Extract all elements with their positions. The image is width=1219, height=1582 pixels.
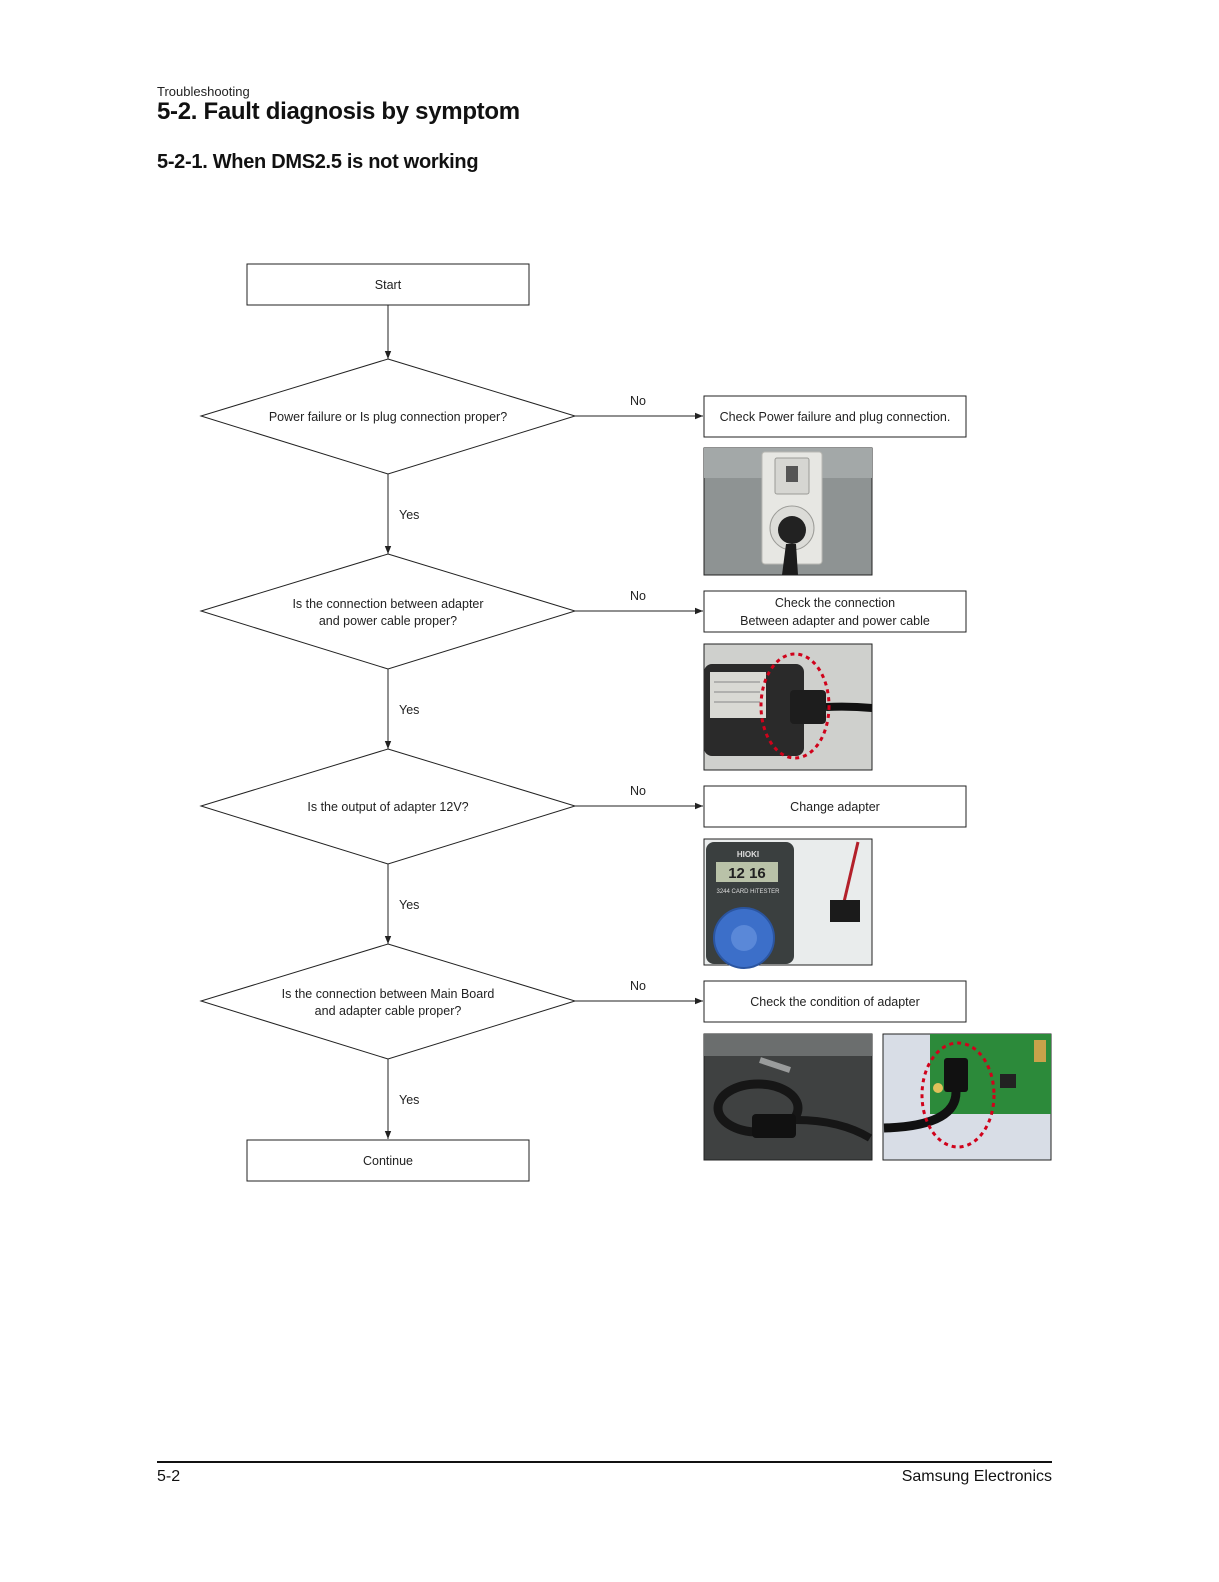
svg-text:HIOKI: HIOKI: [737, 850, 759, 859]
yes-label-2: Yes: [399, 703, 419, 717]
decision-text-2: Is the connection between adapter: [292, 597, 483, 611]
yes-label-1: Yes: [399, 508, 419, 522]
footer-rule: [157, 1461, 1052, 1463]
photo-wall-outlet: [703, 447, 873, 576]
action-text-3: Change adapter: [790, 800, 880, 814]
no-label-2: No: [630, 589, 646, 603]
action-text-2b: Between adapter and power cable: [740, 614, 930, 628]
action-box-2: [703, 590, 967, 633]
highlight-circle-1: [759, 652, 831, 760]
photo-multimeter: HIOKI 12 16 3244 CARD HiTESTER: [703, 838, 873, 969]
breadcrumb: Troubleshooting: [157, 84, 250, 99]
decision-text-4b: and adapter cable proper?: [315, 1004, 462, 1018]
decision-diamond-4: [199, 943, 577, 1060]
action-box-4: [703, 980, 967, 1023]
company-name: Samsung Electronics: [901, 1468, 1052, 1485]
action-text-1: Check Power failure and plug connection.: [720, 410, 951, 424]
decision-text-1: Power failure or Is plug connection prop…: [269, 410, 507, 424]
photo-adapter-cable: [703, 643, 873, 771]
start-box: [246, 263, 530, 306]
page-title: 5-2. Fault diagnosis by symptom: [157, 98, 520, 125]
start-label: Start: [375, 278, 402, 292]
decision-diamond-2: [199, 553, 577, 670]
yes-label-3: Yes: [399, 898, 419, 912]
decision-text-2b: and power cable proper?: [319, 614, 457, 628]
action-box-3: [703, 785, 967, 828]
svg-text:3244 CARD HiTESTER: 3244 CARD HiTESTER: [716, 889, 780, 895]
end-label: Continue: [363, 1154, 413, 1168]
no-label-1: No: [630, 394, 646, 408]
svg-text:12 16: 12 16: [728, 865, 766, 882]
decision-diamond-1: [199, 358, 577, 475]
no-label-3: No: [630, 784, 646, 798]
decision-text-3: Is the output of adapter 12V?: [307, 800, 468, 814]
photo-cable-ferrite: [703, 1033, 873, 1161]
action-text-4: Check the condition of adapter: [750, 995, 920, 1009]
section-title: 5-2-1. When DMS2.5 is not working: [157, 151, 479, 173]
end-box: [246, 1139, 530, 1182]
highlight-circle-2: [920, 1041, 996, 1149]
yes-label-4: Yes: [399, 1093, 419, 1107]
action-box-1: [703, 395, 967, 438]
photo-main-board: [882, 1033, 1052, 1161]
decision-text-4: Is the connection between Main Board: [282, 987, 495, 1001]
no-label-4: No: [630, 979, 646, 993]
decision-diamond-3: [199, 748, 577, 865]
page-number: 5-2: [157, 1468, 181, 1485]
action-text-2: Check the connection: [775, 596, 895, 610]
